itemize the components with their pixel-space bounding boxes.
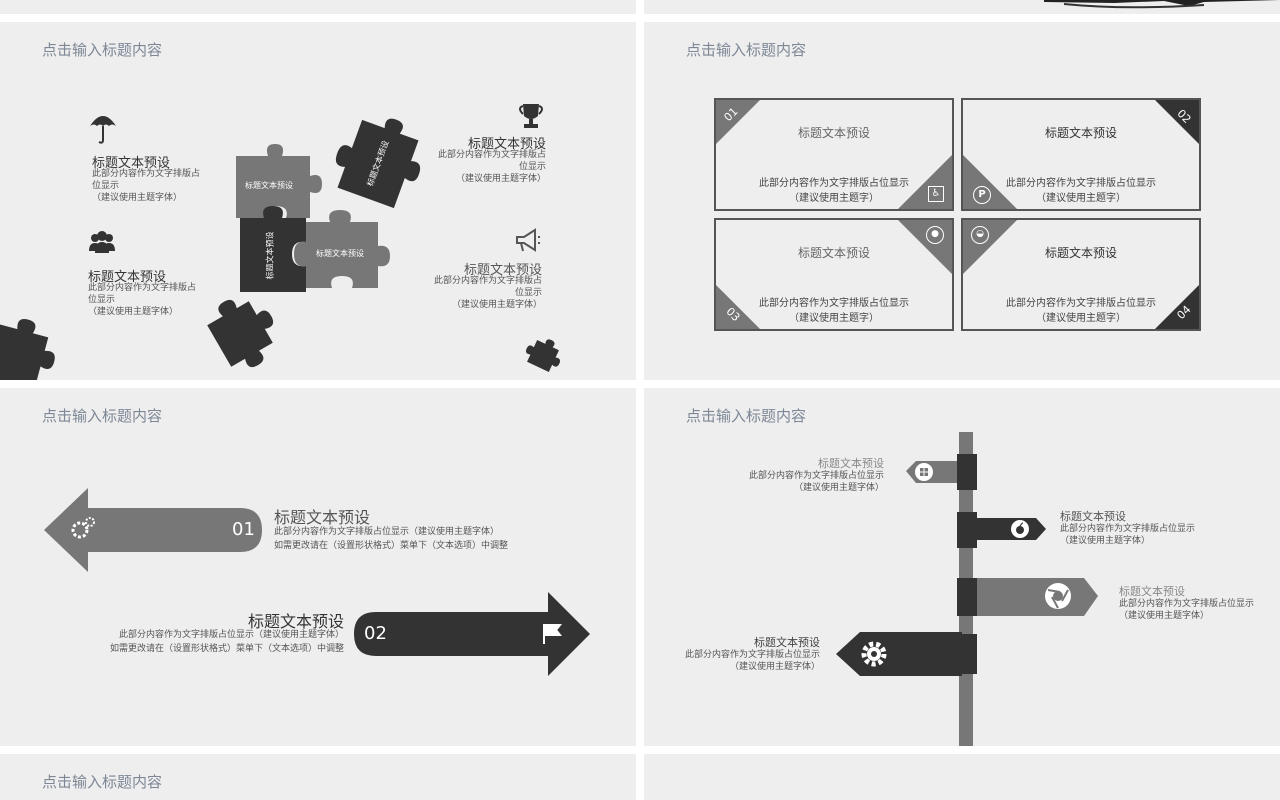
puzzle-item-2-heading: 标题文本预设: [88, 270, 167, 285]
brush-stroke-decoration: [1044, 0, 1280, 9]
card-03-body: 此部分内容作为文字排版占位显示 （建议使用主题字）: [759, 298, 909, 324]
signpost-graphic: [836, 432, 1098, 746]
slide-signpost[interactable]: 点击输入标题内容: [644, 388, 1280, 746]
slide-partial-bottom-left[interactable]: 点击输入标题内容: [0, 754, 636, 800]
umbrella-icon: [90, 116, 116, 144]
gear-icon: [861, 641, 887, 667]
arrow-01-body: 此部分内容作为文字排版占位显示（建议使用主题字体） 如需更改请在（设置形状格式）…: [274, 527, 509, 551]
slide-title: 点击输入标题内容: [686, 41, 807, 59]
arrows-graphic: [44, 488, 590, 676]
arrow-01-heading: 标题文本预设: [274, 508, 371, 527]
sign-4-heading: 标题文本预设: [754, 636, 820, 649]
arrow-02-heading: 标题文本预设: [247, 612, 344, 631]
puzzle-piece-dark-corner: [0, 319, 55, 380]
card-01-heading: 标题文本预设: [797, 126, 870, 140]
puzzle-item-2-body: 此部分内容作为文字排版占 位显示 （建议使用主题字体）: [88, 283, 197, 317]
card-01-body: 此部分内容作为文字排版占位显示 （建议使用主题字）: [759, 178, 909, 204]
sign-2-heading: 标题文本预设: [1060, 510, 1126, 523]
arrow-01-shape: [44, 488, 262, 572]
puzzle-piece-grey-right: [294, 210, 390, 288]
puzzle-item-3-heading: 标题文本预设: [467, 137, 546, 152]
puzzle-item-3-body: 此部分内容作为文字排版占 位显示 （建议使用主题字体）: [437, 150, 546, 184]
users-icon: [89, 231, 115, 253]
slide-title: 点击输入标题内容: [42, 773, 163, 791]
puzzle-piece-dark-middle: [240, 206, 306, 292]
puzzle-piece-dark-small: [525, 339, 561, 372]
paw-icon: ●: [926, 226, 944, 244]
card-03: 03 标题文本预设 此部分内容作为文字排版占位显示 （建议使用主题字） ●: [714, 218, 954, 331]
sign-4-body: 此部分内容作为文字排版占位显示 （建议使用主题字体）: [684, 650, 820, 672]
card-02: 02 标题文本预设 此部分内容作为文字排版占位显示 （建议使用主题字） P: [961, 98, 1201, 211]
arrow-02-number: 02: [364, 623, 387, 644]
sign-1-body: 此部分内容作为文字排版占位显示 （建议使用主题字体）: [748, 471, 884, 493]
arrow-01-number: 01: [232, 519, 255, 540]
slide-partial-top-left[interactable]: [0, 0, 636, 14]
slide-arrows[interactable]: 点击输入标题内容 01 02 标题文本预设 此部分内容作为文字排版占位显示（建议…: [0, 388, 636, 746]
sign-2-body: 此部分内容作为文字排版占位显示 （建议使用主题字体）: [1060, 524, 1196, 546]
slide-title: 点击输入标题内容: [42, 407, 163, 425]
puzzle-piece-grey-top: [236, 144, 322, 218]
arrow-02-body: 此部分内容作为文字排版占位显示（建议使用主题字体） 如需更改请在（设置形状格式）…: [109, 630, 344, 654]
puzzle-piece-label-middle: 标题文本预设: [265, 231, 275, 280]
parking-icon: P: [973, 186, 991, 204]
card-04-body: 此部分内容作为文字排版占位显示 （建议使用主题字）: [1006, 298, 1156, 324]
card-03-heading: 标题文本预设: [797, 246, 870, 260]
gauge-icon: ◒: [971, 226, 989, 244]
puzzle-piece-dark-rotated: [335, 118, 421, 209]
puzzle-item-1-body: 此部分内容作为文字排版占 位显示 （建议使用主题字体）: [92, 169, 201, 203]
flag-icon: [543, 624, 563, 644]
puzzle-piece-label-right: 标题文本预设: [316, 249, 364, 258]
sign-3-body: 此部分内容作为文字排版占位显示 （建议使用主题字体）: [1119, 599, 1255, 621]
card-02-heading: 标题文本预设: [1044, 126, 1117, 140]
slide-puzzle[interactable]: 点击输入标题内容: [0, 22, 636, 380]
slide-partial-top-right[interactable]: [644, 0, 1280, 14]
slide-title: 点击输入标题内容: [686, 407, 807, 425]
card-02-body: 此部分内容作为文字排版占位显示 （建议使用主题字）: [1006, 178, 1156, 204]
card-04-heading: 标题文本预设: [1044, 246, 1117, 260]
windows-icon: [915, 463, 933, 481]
puzzle-item-4-body: 此部分内容作为文字排版占 位显示 （建议使用主题字体）: [433, 276, 542, 310]
aperture-icon: [1045, 583, 1071, 609]
megaphone-icon: [516, 228, 540, 252]
puzzle-item-1-heading: 标题文本预设: [92, 156, 171, 171]
puzzle-piece-dark-bottom: [207, 299, 274, 368]
sign-3-heading: 标题文本预设: [1119, 585, 1185, 598]
sign-1-heading: 标题文本预设: [818, 457, 884, 470]
arrow-02-shape: [354, 592, 590, 676]
trophy-icon: [519, 104, 543, 128]
card-01: 01 标题文本预设 此部分内容作为文字排版占位显示 （建议使用主题字） ♿: [714, 98, 954, 211]
slide-title: 点击输入标题内容: [42, 41, 163, 59]
puzzle-graphic: [0, 104, 561, 380]
card-04: 04 标题文本预设 此部分内容作为文字排版占位显示 （建议使用主题字） ◒: [961, 218, 1201, 331]
wheelchair-icon: ♿: [928, 186, 944, 202]
puzzle-piece-label-top: 标题文本预设: [245, 181, 293, 190]
slide-partial-bottom-right[interactable]: [644, 754, 1280, 800]
puzzle-item-4-heading: 标题文本预设: [463, 263, 542, 278]
gears-icon: [71, 517, 95, 539]
apple-icon: [1011, 520, 1029, 538]
slide-cards[interactable]: 点击输入标题内容 01 标题文本预设 此部分内容作为文字排版占位显示 （建议使用…: [644, 22, 1280, 380]
